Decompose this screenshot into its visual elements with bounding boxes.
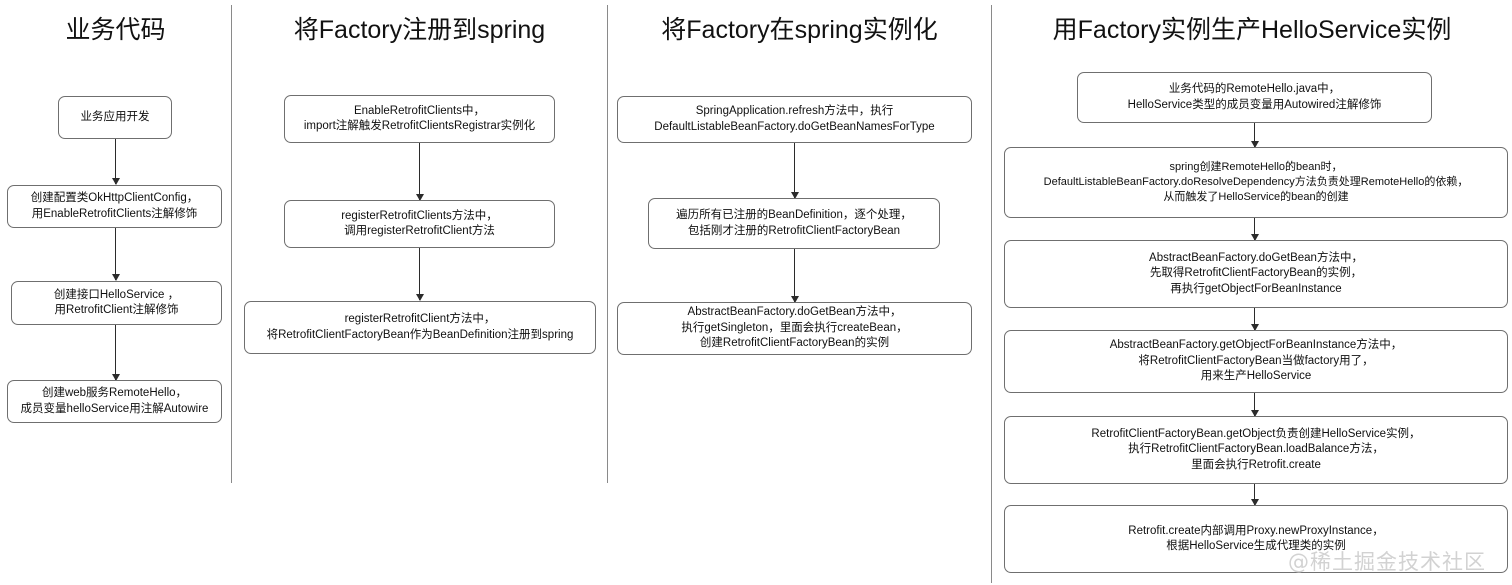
- arrow-c1-3-to-4: [111, 325, 120, 381]
- node-c4-4[interactable]: AbstractBeanFactory.getObjectForBeanInst…: [1004, 330, 1508, 393]
- watermark: @稀土掘金技术社区: [1288, 550, 1486, 574]
- arrow-c1-2-to-3: [111, 228, 120, 281]
- column-divider-1: [231, 5, 232, 483]
- node-c4-1[interactable]: 业务代码的RemoteHello.java中， HelloService类型的成…: [1077, 72, 1432, 123]
- node-c2-3-label: registerRetrofitClient方法中， 将RetrofitClie…: [266, 313, 574, 341]
- node-c3-2-label: 遍历所有已注册的BeanDefinition，逐个处理， 包括刚才注册的Retr…: [676, 209, 912, 237]
- node-c2-3[interactable]: registerRetrofitClient方法中， 将RetrofitClie…: [244, 301, 596, 354]
- arrow-c4-1-to-2: [1250, 123, 1259, 148]
- node-c3-1[interactable]: SpringApplication.refresh方法中，执行 DefaultL…: [617, 96, 972, 143]
- node-c4-3-label: AbstractBeanFactory.doGetBean方法中， 先取得Ret…: [1149, 251, 1363, 295]
- node-c1-4[interactable]: 创建web服务RemoteHello， 成员变量helloService用注解A…: [7, 380, 222, 423]
- arrow-c4-5-to-6: [1250, 484, 1259, 506]
- node-c4-5-label: RetrofitClientFactoryBean.getObject负责创建H…: [1091, 427, 1421, 471]
- node-c2-2[interactable]: registerRetrofitClients方法中， 调用registerRe…: [284, 200, 555, 248]
- node-c1-2-label: 创建配置类OkHttpClientConfig， 用EnableRetrofit…: [30, 192, 199, 220]
- node-c1-3-label: 创建接口HelloService ， 用RetrofitClient注解修饰: [53, 288, 180, 317]
- node-c3-3[interactable]: AbstractBeanFactory.doGetBean方法中， 执行getS…: [617, 302, 972, 355]
- node-c2-1[interactable]: EnableRetrofitClients中， import注解触发Retrof…: [284, 95, 555, 143]
- node-c1-3[interactable]: 创建接口HelloService ， 用RetrofitClient注解修饰: [11, 281, 222, 325]
- column-title-instantiate-factory: 将Factory在spring实例化: [661, 16, 938, 44]
- node-c4-6[interactable]: Retrofit.create内部调用Proxy.newProxyInstanc…: [1004, 505, 1508, 573]
- node-c1-2[interactable]: 创建配置类OkHttpClientConfig， 用EnableRetrofit…: [7, 185, 222, 228]
- arrow-c1-1-to-2: [111, 139, 120, 185]
- node-c2-2-label: registerRetrofitClients方法中， 调用registerRe…: [341, 209, 498, 238]
- node-c4-1-label: 业务代码的RemoteHello.java中， HelloService类型的成…: [1127, 83, 1382, 111]
- arrow-c2-1-to-2: [415, 143, 424, 201]
- node-c4-5[interactable]: RetrofitClientFactoryBean.getObject负责创建H…: [1004, 416, 1508, 484]
- node-c3-1-label: SpringApplication.refresh方法中，执行 DefaultL…: [654, 105, 935, 133]
- node-c1-1[interactable]: 业务应用开发: [58, 96, 172, 139]
- arrow-c4-2-to-3: [1250, 218, 1259, 241]
- node-c1-1-label: 业务应用开发: [80, 110, 150, 123]
- column-title-produce-helloservice: 用Factory实例生产HelloService实例: [1052, 16, 1452, 44]
- node-c4-2-label: spring创建RemoteHello的bean时， DefaultListab…: [1043, 161, 1469, 203]
- column-divider-2: [607, 5, 608, 483]
- arrow-c3-1-to-2: [790, 143, 799, 199]
- column-title-register-factory: 将Factory注册到spring: [293, 16, 546, 44]
- node-c4-4-label: AbstractBeanFactory.getObjectForBeanInst…: [1109, 339, 1403, 383]
- column-divider-3: [991, 5, 992, 583]
- arrow-c4-3-to-4: [1250, 308, 1259, 331]
- node-c3-2[interactable]: 遍历所有已注册的BeanDefinition，逐个处理， 包括刚才注册的Retr…: [648, 198, 940, 249]
- arrow-c3-2-to-3: [790, 249, 799, 303]
- node-c2-1-label: EnableRetrofitClients中， import注解触发Retrof…: [303, 104, 536, 133]
- node-c1-4-label: 创建web服务RemoteHello， 成员变量helloService用注解A…: [20, 387, 209, 415]
- node-c4-6-label: Retrofit.create内部调用Proxy.newProxyInstanc…: [1128, 524, 1384, 553]
- node-c4-3[interactable]: AbstractBeanFactory.doGetBean方法中， 先取得Ret…: [1004, 240, 1508, 308]
- node-c4-2[interactable]: spring创建RemoteHello的bean时， DefaultListab…: [1004, 147, 1508, 218]
- node-c3-3-label: AbstractBeanFactory.doGetBean方法中， 执行getS…: [681, 306, 908, 350]
- column-title-business-code: 业务代码: [65, 16, 166, 44]
- arrow-c2-2-to-3: [415, 248, 424, 301]
- arrow-c4-4-to-5: [1250, 393, 1259, 417]
